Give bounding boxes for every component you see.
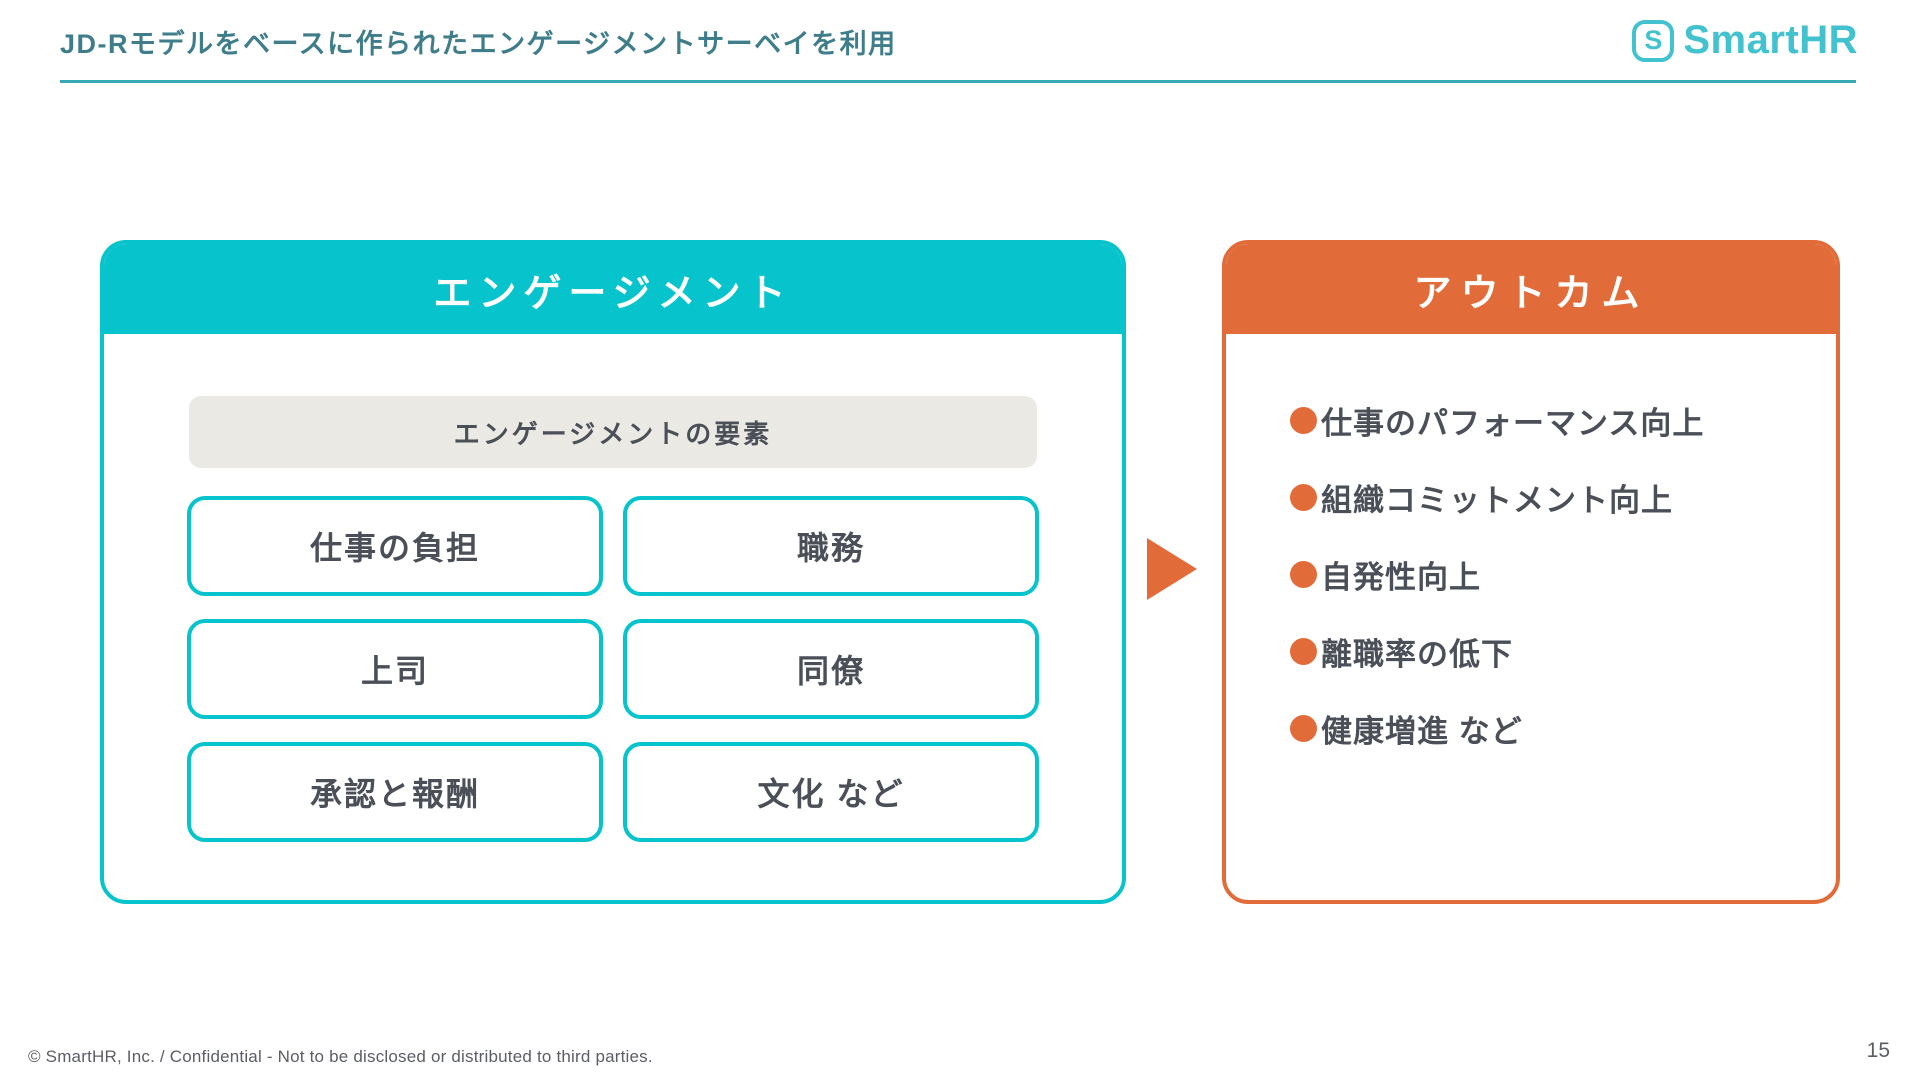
smarthr-logo-icon: S [1632,19,1675,62]
bullet-icon [1290,483,1317,511]
outcome-item-label: 仕事のパフォーマンス向上 [1321,405,1705,441]
factor-box: 承認と報酬 [187,742,603,842]
smarthr-logo: S SmartHR [1632,18,1858,63]
page-number: 15 [1866,1039,1890,1062]
outcome-item-label: 組織コミットメント向上 [1321,482,1673,518]
outcome-item-label: 自発性向上 [1321,559,1481,595]
factor-box: 文化 など [623,742,1039,842]
factor-box: 仕事の負担 [187,496,603,596]
title-underline [60,80,1856,83]
outcome-card: アウトカム 仕事のパフォーマンス向上 組織コミットメント向上 自発性向上 離職率… [1222,240,1840,904]
bullet-icon [1290,560,1317,588]
engagement-factors-grid: 仕事の負担 職務 上司 同僚 承認と報酬 文化 など [187,496,1039,842]
engagement-card: エンゲージメント エンゲージメントの要素 仕事の負担 職務 上司 同僚 承認と報… [100,240,1126,904]
smarthr-logo-text: SmartHR [1683,18,1858,62]
engagement-factors-header: エンゲージメントの要素 [189,396,1037,468]
list-item: 自発性向上 [1290,554,1836,595]
list-item: 健康増進 など [1290,708,1836,749]
factor-box: 職務 [623,496,1039,596]
engagement-card-header: エンゲージメント [104,244,1122,334]
confidential-notice: © SmartHR, Inc. / Confidential - Not to … [28,1047,653,1066]
bullet-icon [1290,714,1317,742]
outcome-card-header: アウトカム [1226,244,1836,334]
outcome-item-label: 離職率の低下 [1321,636,1513,672]
outcome-item-label: 健康増進 など [1321,713,1523,749]
outcome-list: 仕事のパフォーマンス向上 組織コミットメント向上 自発性向上 離職率の低下 健康… [1290,400,1836,749]
page-title: JD-Rモデルをベースに作られたエンゲージメントサーベイを利用 [60,29,897,59]
factor-box: 同僚 [623,619,1039,719]
bullet-icon [1290,637,1317,665]
engagement-card-body: エンゲージメントの要素 仕事の負担 職務 上司 同僚 承認と報酬 文化 など [104,396,1122,842]
list-item: 仕事のパフォーマンス向上 [1290,400,1836,441]
list-item: 離職率の低下 [1290,631,1836,672]
right-arrow-icon [1147,538,1197,600]
list-item: 組織コミットメント向上 [1290,477,1836,518]
bullet-icon [1290,406,1317,434]
factor-box: 上司 [187,619,603,719]
